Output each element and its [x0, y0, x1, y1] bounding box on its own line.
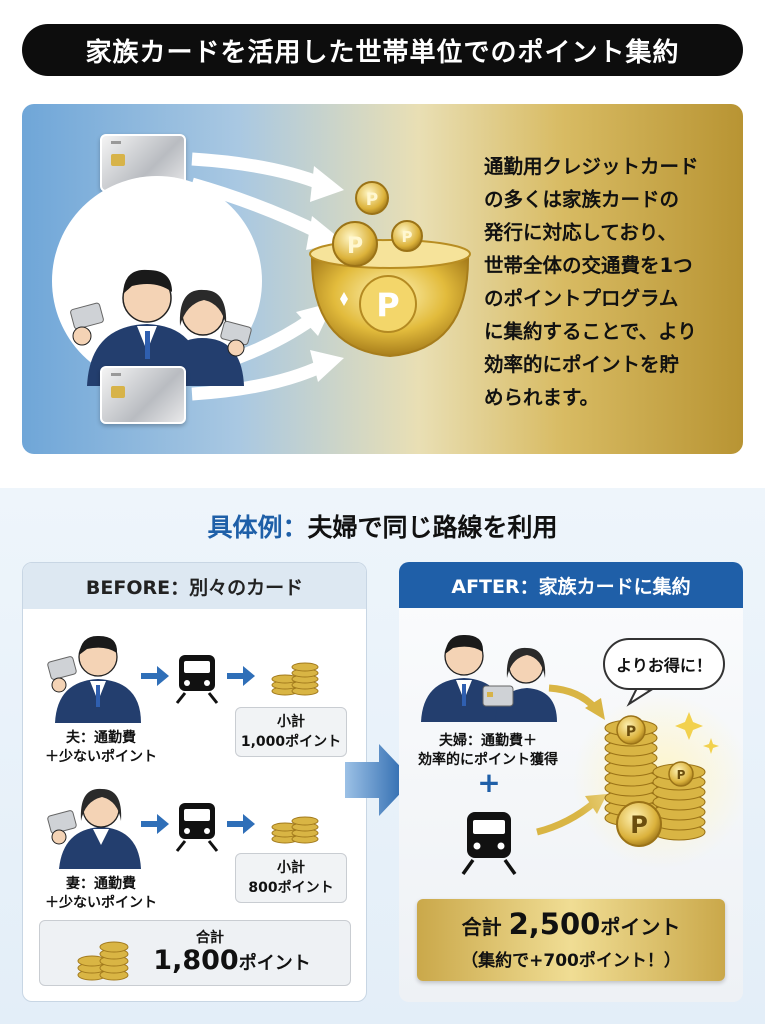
svg-text:P: P [347, 234, 363, 259]
train-icon [461, 812, 517, 876]
arrow-bottom-2-icon [191, 350, 344, 401]
after-total-line: 合計 2,500ポイント [417, 907, 725, 941]
before-total-number: 1,800 [153, 945, 239, 976]
description-line: 発行に対応しており、 [484, 221, 678, 244]
coin-icon: P P P [616, 715, 694, 847]
svg-text:P: P [366, 190, 378, 210]
subtotal-label: 小計 [277, 860, 305, 876]
coin-stack-icon [271, 816, 319, 844]
description-line: 効率的にポイントを貯 [484, 353, 680, 376]
description-line: の多くは家族カードの [484, 188, 680, 211]
before-total-label: 合計 [196, 930, 224, 946]
after-illustrations: P P P [421, 634, 743, 876]
after-panel: AFTER：家族カードに集約 [399, 562, 743, 1002]
coin-icon: P P P [332, 181, 423, 267]
credit-card-icon [100, 366, 186, 424]
description-line: のポイントプログラム [484, 287, 679, 310]
couple-label: 夫婦：通勤費＋ 効率的にポイント獲得 [403, 732, 573, 770]
husband-label-line-2: ＋少ないポイント [45, 749, 157, 765]
svg-text:P: P [677, 768, 686, 782]
plus-sign: + [477, 766, 501, 799]
before-panel: BEFORE：別々のカード [22, 562, 367, 1002]
top-illustration: P P P P [190, 152, 471, 401]
husband-icon [47, 635, 141, 723]
description-line: 通勤用クレジットカード [484, 155, 699, 178]
wife-label-line-2: ＋少ないポイント [45, 895, 157, 911]
top-panel: P P P P [22, 104, 743, 454]
speech-bubble: よりお得に！ [603, 638, 725, 690]
description-line: に集約することで、より [484, 320, 697, 343]
train-icon [175, 803, 219, 852]
coin-stack-icon [77, 941, 129, 981]
before-total-box: 合計 1,800ポイント [39, 920, 351, 986]
subtotal-value: 800ポイント [248, 880, 334, 896]
svg-text:P: P [626, 724, 636, 740]
svg-text:P: P [376, 286, 399, 324]
before-total-value: 1,800ポイント [132, 945, 332, 976]
wife-icon [47, 788, 141, 869]
husband-label-line-1: 夫：通勤費 [66, 730, 136, 746]
wife-label: 妻：通勤費 ＋少ないポイント [31, 875, 171, 913]
subtotal-value: 1,000ポイント [240, 734, 342, 750]
arrow-right-icon [141, 666, 255, 834]
after-header: AFTER：家族カードに集約 [399, 562, 743, 608]
wife-subtotal: 小計 800ポイント [235, 853, 347, 903]
after-total-unit: ポイント [600, 915, 681, 939]
sparkle-icon [675, 712, 719, 754]
example-title-highlight: 具体例： [207, 513, 308, 542]
big-arrow-icon [345, 744, 413, 816]
after-total-note: （集約で+700ポイント！） [461, 951, 681, 971]
couple-illustration [52, 176, 262, 386]
wife-label-line-1: 妻：通勤費 [66, 876, 136, 892]
before-illustrations [47, 635, 319, 869]
after-total-prefix: 合計 [461, 915, 509, 939]
example-title-rest: 夫婦で同じ路線を利用 [307, 513, 558, 542]
example-title: 具体例：夫婦で同じ路線を利用 [0, 508, 765, 544]
coin-stack-icon [271, 662, 319, 696]
description-line: 世帯全体の交通費を1つ [484, 254, 693, 277]
svg-text:P: P [402, 228, 413, 246]
couple-label-line-1: 夫婦：通勤費＋ [439, 733, 537, 749]
svg-text:P: P [630, 811, 648, 839]
before-header: BEFORE：別々のカード [23, 563, 366, 609]
husband-label: 夫：通勤費 ＋少ないポイント [31, 729, 171, 767]
husband-subtotal: 小計 1,000ポイント [235, 707, 347, 757]
subtotal-label: 小計 [277, 714, 305, 730]
couple-label-line-2: 効率的にポイント獲得 [418, 752, 558, 768]
couple-icon [421, 634, 557, 722]
before-total-unit: ポイント [238, 953, 311, 974]
description-text: 通勤用クレジットカード の多くは家族カードの 発行に対応しており、 世帯全体の交… [484, 150, 724, 414]
arrow-top-icon [191, 152, 344, 202]
description-line: められます。 [484, 386, 600, 409]
gold-pot-icon: P [309, 239, 471, 358]
after-total-box: 合計 2,500ポイント （集約で+700ポイント！） [417, 899, 725, 981]
train-icon [175, 655, 219, 704]
page-title: 家族カードを活用した世帯単位でのポイント集約 [22, 24, 743, 76]
after-total-number: 2,500 [508, 907, 601, 941]
